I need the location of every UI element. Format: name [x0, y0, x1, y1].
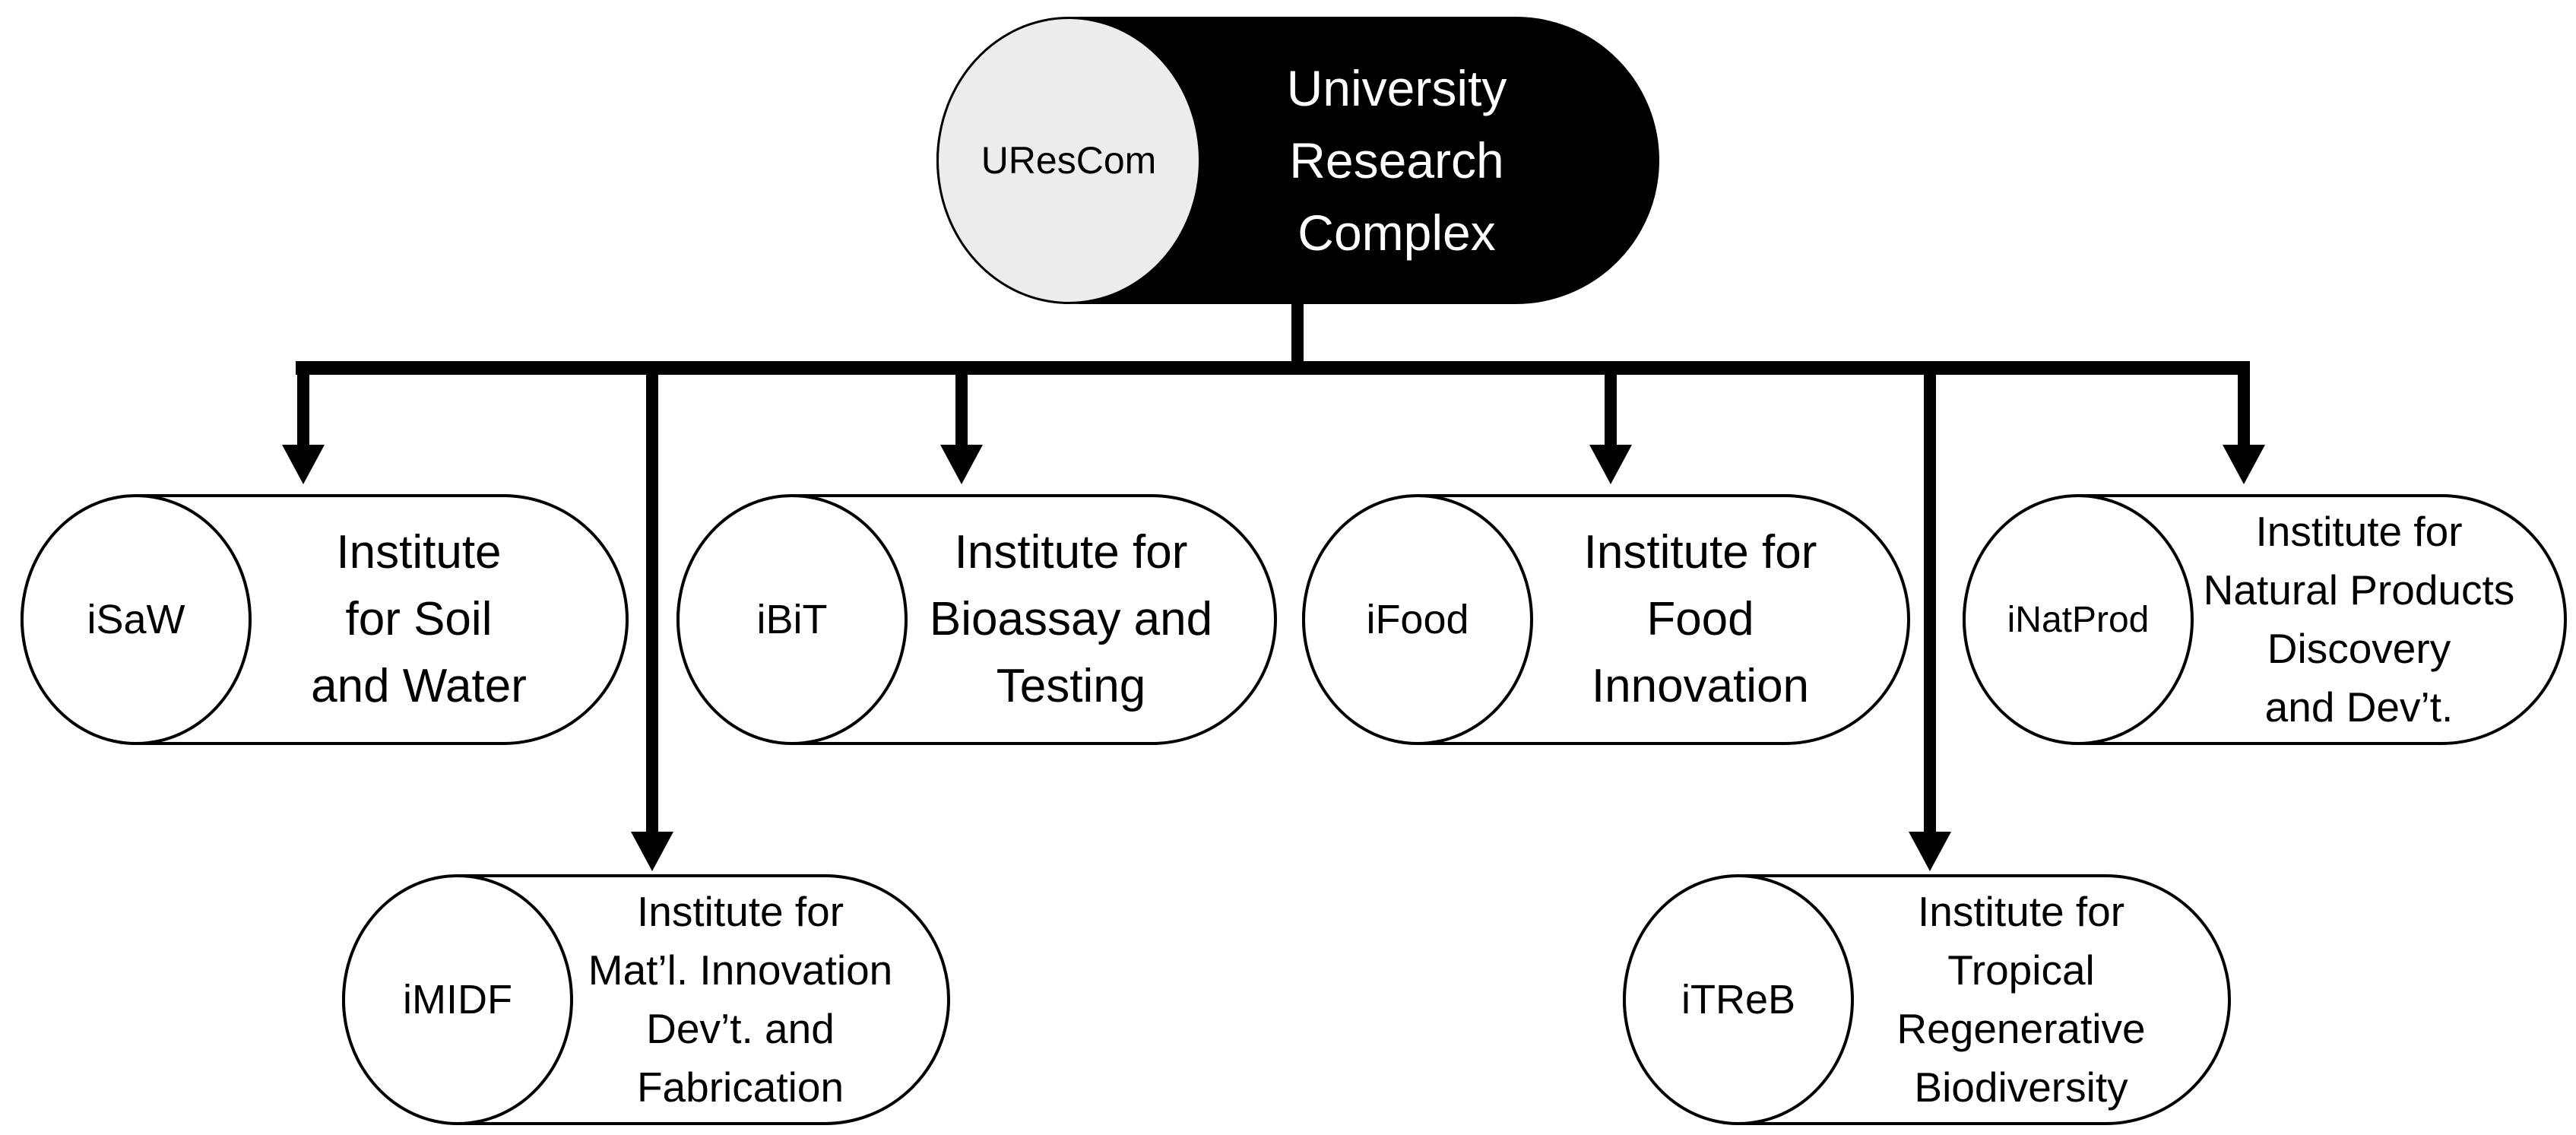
- arrowhead-itreb-icon: [1909, 832, 1951, 871]
- node-ibit: iBiT Institute for Bioassay and Testing: [676, 494, 1277, 745]
- node-isaw-name: Institute for Soil and Water: [311, 526, 527, 712]
- connector-stem-inatprod: [2238, 367, 2250, 446]
- node-imidf-acronym: iMIDF: [403, 977, 512, 1022]
- connector-stem-ibit: [955, 367, 968, 446]
- arrowhead-inatprod-icon: [2223, 445, 2265, 484]
- node-imidf-name: Institute for Mat’l. Innovation Dev’t. a…: [588, 888, 893, 1111]
- connector-horizontal-bar: [296, 361, 2250, 375]
- node-itreb-acronym: iTReB: [1681, 977, 1796, 1022]
- node-itreb-name: Institute for Tropical Regenerative Biod…: [1896, 888, 2146, 1111]
- node-imidf: iMIDF Institute for Mat’l. Innovation De…: [342, 874, 950, 1125]
- root-node-urescom: UResCom University Research Complex: [936, 17, 1659, 304]
- node-itreb-cap-ellipse: [1623, 874, 1854, 1125]
- root-name: University Research Complex: [1286, 59, 1507, 261]
- node-ibit-acronym: iBiT: [756, 597, 828, 642]
- node-ifood: iFood Institute for Food Innovation: [1302, 494, 1910, 745]
- node-imidf-cap-ellipse: [342, 874, 573, 1125]
- arrowhead-ibit-icon: [940, 445, 983, 484]
- root-cap-ellipse: [936, 17, 1201, 304]
- node-isaw-acronym: iSaW: [87, 597, 185, 642]
- root-acronym: UResCom: [981, 139, 1157, 182]
- node-itreb: iTReB Institute for Tropical Regenerativ…: [1623, 874, 2231, 1125]
- node-ibit-cap-ellipse: [676, 494, 908, 745]
- node-inatprod-name: Institute for Natural Products Discovery…: [2203, 508, 2515, 731]
- connector-root-stub: [1291, 303, 1304, 363]
- node-ifood-cap-ellipse: [1302, 494, 1533, 745]
- arrowhead-isaw-icon: [282, 445, 325, 484]
- arrowhead-ifood-icon: [1589, 445, 1632, 484]
- node-ibit-name: Institute for Bioassay and Testing: [929, 526, 1213, 712]
- node-isaw: iSaW Institute for Soil and Water: [21, 494, 629, 745]
- connector-stem-itreb: [1924, 367, 1936, 832]
- connector-stem-ifood: [1605, 367, 1617, 446]
- node-isaw-cap-ellipse: [21, 494, 252, 745]
- node-ifood-acronym: iFood: [1366, 597, 1469, 642]
- node-ifood-name: Institute for Food Innovation: [1583, 526, 1817, 712]
- connector-stem-imidf: [646, 367, 658, 832]
- connector-stem-isaw: [297, 367, 309, 446]
- arrowhead-imidf-icon: [631, 832, 673, 871]
- node-inatprod-cap-ellipse: [1963, 494, 2194, 745]
- node-inatprod: iNatProd Institute for Natural Products …: [1963, 494, 2567, 745]
- node-inatprod-acronym: iNatProd: [2007, 599, 2150, 640]
